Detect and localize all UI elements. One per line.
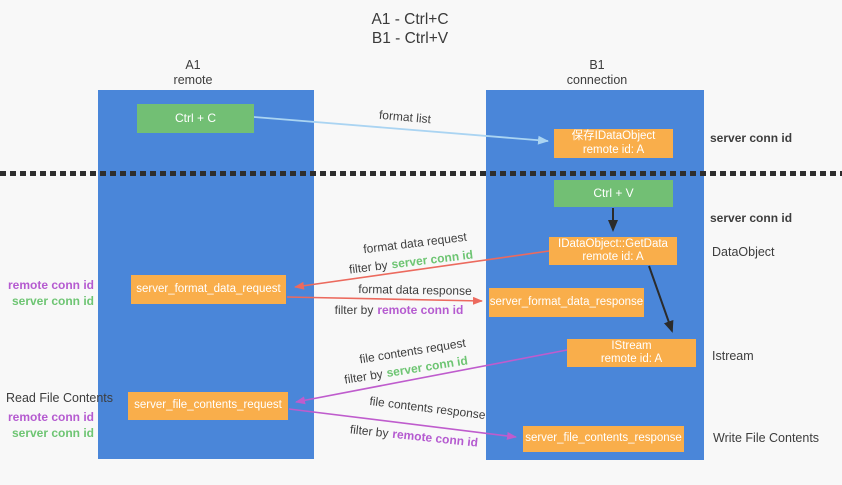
node-server-format-data-request-label: server_format_data_request <box>136 282 281 295</box>
node-istream-remote-id: remote id: A <box>600 353 663 365</box>
label-file-remote-conn-id: remote conn id <box>7 410 94 424</box>
node-server-format-data-request: server_format_data_request <box>131 275 286 304</box>
filter-by-text: filter by <box>343 366 384 387</box>
filter-by-text: filter by <box>348 257 389 277</box>
filter-by-text: filter by <box>334 303 374 317</box>
label-format-list: format list <box>378 107 432 127</box>
node-idataobject-getdata-title: IDataObject::GetData <box>558 237 668 250</box>
remote-conn-id-text: remote conn id <box>377 303 464 317</box>
column-header-a1: A1 remote <box>133 58 253 88</box>
label-write-file-contents: Write File Contents <box>713 431 820 445</box>
column-a1-name: A1 <box>185 58 201 72</box>
title-line-b1: B1 - Ctrl+V <box>371 30 449 47</box>
node-server-format-data-response-label: server_format_data_response <box>489 295 644 308</box>
label-server-conn-id-mid: server conn id <box>710 211 793 225</box>
section-divider-dotted-line <box>0 171 842 176</box>
node-save-idataobject-remote-id: remote id: A <box>582 143 645 156</box>
node-server-format-data-response: server_format_data_response <box>489 288 644 317</box>
node-server-file-contents-request-label: server_file_contents_request <box>134 399 282 412</box>
node-istream: IStream remote id: A <box>567 339 696 367</box>
column-a1-subtitle: remote <box>173 73 213 87</box>
label-istream: Istream <box>712 349 754 363</box>
node-istream-title: IStream <box>611 339 652 352</box>
label-file-contents-response: file contents response <box>368 393 487 423</box>
label-format-conn-ids: remote conn id server conn id <box>0 277 94 309</box>
remote-conn-id-text: remote conn id <box>391 426 479 450</box>
node-ctrl-c: Ctrl + C <box>137 104 254 133</box>
node-ctrl-v-label: Ctrl + V <box>593 185 634 200</box>
node-save-idataobject: 保存IDataObject remote id: A <box>554 129 673 158</box>
title-line-a1: A1 - Ctrl+C <box>371 11 449 28</box>
label-read-file-contents: Read File Contents <box>6 391 114 405</box>
column-header-b1: B1 connection <box>537 58 657 88</box>
label-dataobject: DataObject <box>712 245 775 259</box>
node-server-file-contents-response-label: server_file_contents_response <box>525 432 682 445</box>
node-idataobject-getdata-remote-id: remote id: A <box>582 251 644 263</box>
page-title: A1 - Ctrl+C B1 - Ctrl+V <box>329 10 491 48</box>
label-format-server-conn-id: server conn id <box>11 294 94 308</box>
label-server-conn-id-top: server conn id <box>710 131 793 145</box>
node-idataobject-getdata: IDataObject::GetData remote id: A <box>549 237 677 265</box>
label-file-server-conn-id: server conn id <box>11 426 94 440</box>
node-server-file-contents-request: server_file_contents_request <box>128 392 288 420</box>
node-ctrl-v: Ctrl + V <box>554 180 673 207</box>
column-b1-subtitle: connection <box>566 73 628 87</box>
label-file-conn-ids: remote conn id server conn id <box>0 409 94 441</box>
label-format-remote-conn-id: remote conn id <box>7 278 94 292</box>
node-ctrl-c-label: Ctrl + C <box>174 110 216 125</box>
label-format-data-response: format data response <box>358 282 472 298</box>
column-b1-name: B1 <box>589 58 605 72</box>
node-server-file-contents-response: server_file_contents_response <box>523 426 684 452</box>
filter-by-text: filter by <box>349 422 390 441</box>
node-save-idataobject-title: 保存IDataObject <box>571 130 656 142</box>
